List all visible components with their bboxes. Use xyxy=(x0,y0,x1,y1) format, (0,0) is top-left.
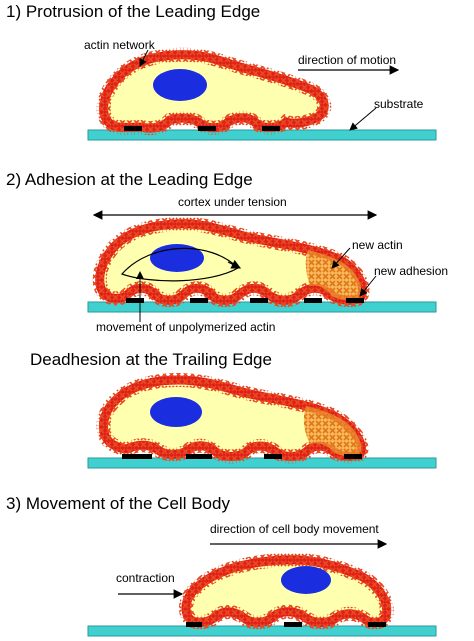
panel-2-title: 2) Adhesion at the Leading Edge xyxy=(6,170,253,189)
actin-cross-pattern xyxy=(92,216,370,308)
panel-1-title: 1) Protrusion of the Leading Edge xyxy=(6,2,261,21)
adhesion-site xyxy=(368,622,386,627)
new-actin-cross xyxy=(305,250,362,301)
adhesion-site xyxy=(186,454,212,459)
nucleus xyxy=(281,566,331,594)
nucleus xyxy=(153,69,207,101)
actin-cross-pattern xyxy=(96,47,332,136)
new-adhesion-site xyxy=(346,298,364,303)
new-adhesion-label: new adhesion xyxy=(374,264,449,278)
panel-3-figure xyxy=(87,372,437,469)
unpolymerized-actin-label: movement of unpolymerized actin xyxy=(96,320,276,334)
adhesion-site xyxy=(304,298,322,303)
adhesion-site xyxy=(126,298,144,303)
panel-4-figure xyxy=(87,539,437,637)
adhesion-site xyxy=(198,126,216,131)
substrate-pointer xyxy=(349,107,377,131)
panel-2-figure xyxy=(87,210,437,322)
actin-network-label: actin network xyxy=(84,38,155,52)
actin-cross-pattern xyxy=(179,552,394,630)
adhesion-site xyxy=(124,126,142,131)
substrate-label: substrate xyxy=(374,97,424,111)
new-adhesion-pointer xyxy=(359,275,377,297)
adhesion-site xyxy=(250,298,268,303)
detached-adhesion xyxy=(122,454,152,459)
adhesion-site xyxy=(264,454,282,459)
adhesion-site xyxy=(190,298,208,303)
panel-4-title: 3) Movement of the Cell Body xyxy=(6,494,230,513)
actin-cross-pattern xyxy=(96,372,369,464)
actin-network-pointer xyxy=(139,49,149,67)
adhesion-site xyxy=(186,622,202,627)
new-actin-cross xyxy=(303,406,362,457)
cell-body-direction-label: direction of cell body movement xyxy=(210,522,379,536)
new-actin-label: new actin xyxy=(352,238,403,252)
new-actin-pointer xyxy=(331,247,351,269)
adhesion-site xyxy=(262,126,280,131)
adhesion-site xyxy=(284,622,302,627)
adhesion-site xyxy=(344,454,362,459)
panel-1-figure xyxy=(87,47,437,141)
direction-of-motion-label: direction of motion xyxy=(298,53,397,67)
loop-arrowhead xyxy=(227,259,242,269)
nucleus xyxy=(150,397,202,427)
panel-3-title: Deadhesion at the Trailing Edge xyxy=(30,350,272,369)
cortex-tension-label: cortex under tension xyxy=(178,195,287,209)
contraction-label: contraction xyxy=(116,571,175,585)
substrate-bar xyxy=(87,457,437,469)
